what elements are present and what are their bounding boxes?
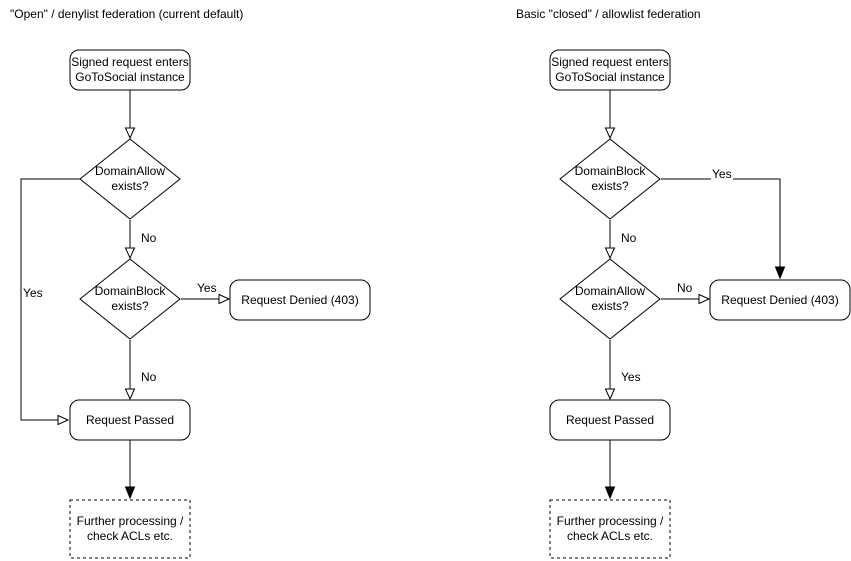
decision2-diamond-right [559,258,661,340]
further-node-shape-right [549,499,671,559]
further-node-shape-left [69,499,191,559]
connector-decision1-yes-to-passed-left [20,178,80,426]
connector-decision1-yes-to-denied-right [661,178,786,280]
denied-node-shape-left [229,279,371,321]
passed-node-shape-right [549,399,671,441]
start-node-shape-left [69,49,191,91]
decision1-diamond-right [559,138,661,220]
edge-label-yes: Yes [711,167,733,181]
passed-node-shape-left [69,399,191,441]
edge-label-no: No [140,370,158,384]
edge-label-yes: Yes [196,281,218,295]
edge-label-no: No [676,281,694,295]
diagram-title-open-denylist: "Open" / denylist federation (current de… [10,7,244,21]
diagram-title-closed-allowlist: Basic "closed" / allowlist federation [516,7,701,21]
start-node-shape-right [549,49,671,91]
edge-label-yes: Yes [22,286,44,300]
decision1-diamond-left [79,138,181,220]
edge-label-no: No [140,231,158,245]
edge-label-yes: Yes [620,370,642,384]
decision2-diamond-left [79,258,181,340]
edge-label-no: No [620,231,638,245]
denied-node-shape-right [709,279,851,321]
